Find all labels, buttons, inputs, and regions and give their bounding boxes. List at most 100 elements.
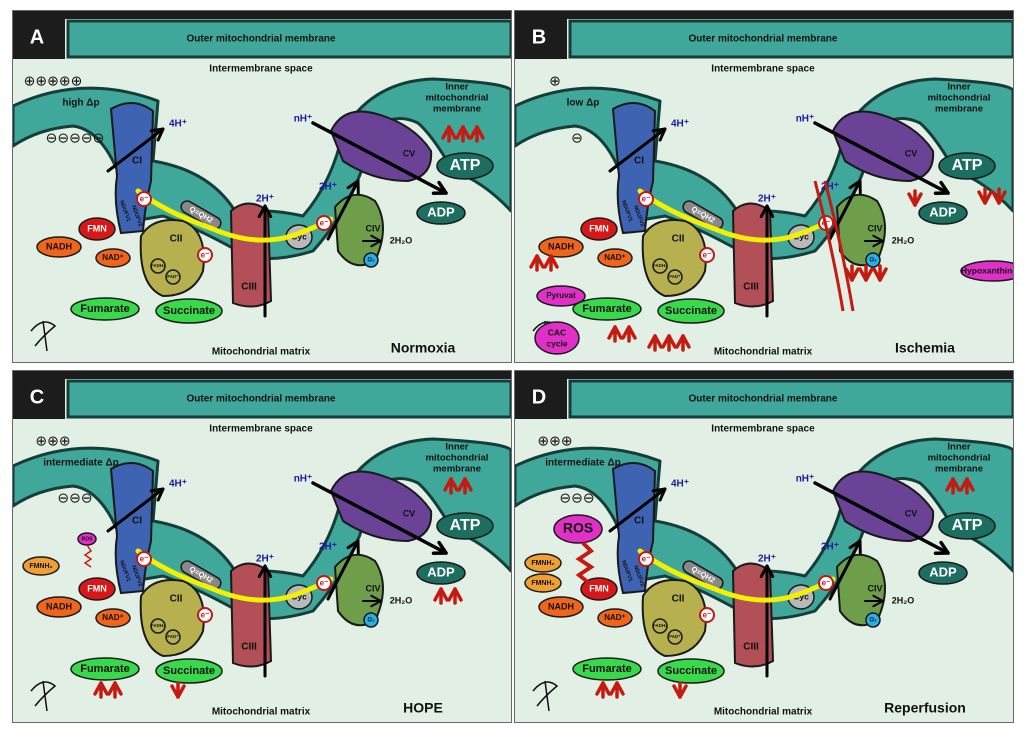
h2-label-ciii: 2H⁺: [256, 194, 274, 205]
letter-box: [515, 11, 567, 59]
adp: [416, 201, 466, 225]
red-down-arrow: [977, 187, 993, 205]
complex-iv-label: CIV: [867, 223, 882, 233]
nh-label: nH⁺: [796, 114, 815, 125]
h2-label-civ: 2H⁺: [821, 542, 839, 553]
fumarate: [572, 297, 642, 321]
complex-iv-label: CIV: [867, 583, 882, 593]
proton-arrow-ciii: [257, 564, 273, 678]
signature: [532, 680, 559, 712]
panel-letter: A: [30, 26, 44, 48]
electron-label: e⁻: [140, 555, 149, 564]
positive-charges: ⊕⊕⊕: [35, 433, 70, 449]
complex-ii-label: CII: [170, 234, 183, 245]
succinate: [657, 658, 725, 684]
complex-iii-label: CIII: [743, 642, 759, 653]
nad-plus: [597, 248, 633, 268]
electron-marker: e⁻: [197, 247, 213, 263]
adp: [918, 561, 968, 585]
inner-membrane-label-3: membrane: [935, 104, 983, 115]
condition-label: HOPE: [403, 700, 443, 716]
cytochrome-c-label: Cyc: [793, 591, 809, 601]
electron-label: e⁻: [140, 195, 149, 204]
h2-label-ciii: 2H⁺: [758, 554, 776, 565]
nad-label: NAD⁺: [604, 253, 626, 262]
positive-charges: ⊕⊕⊕⊕⊕: [24, 73, 83, 89]
fumarate-label: Fumarate: [582, 303, 632, 315]
proton-arrow-ci: [608, 487, 667, 533]
atp-decrease-arrows: [977, 187, 1007, 205]
matrix-label: Mitochondrial matrix: [714, 707, 813, 718]
electron-label: e⁻: [642, 195, 651, 204]
electron-label: e⁻: [201, 251, 210, 260]
o2-label: O₂: [869, 258, 877, 264]
negative-charges: ⊖⊖⊖⊖⊖: [46, 130, 105, 146]
ros-zigzag: [83, 544, 93, 568]
complex-iv: CIV: [333, 553, 384, 627]
fmn: [78, 217, 116, 241]
o2-molecule: [865, 612, 881, 628]
condition-label: Normoxia: [391, 340, 456, 356]
ros-label: ROS: [563, 520, 593, 536]
fumarate-increase-arrows: [595, 681, 625, 699]
fadh2-label: FADH₂: [151, 263, 165, 268]
electron-marker: e⁻: [699, 247, 715, 263]
nadh-increase-arrows: [529, 254, 559, 272]
atp: [938, 512, 996, 540]
negative-charges: ⊖⊖⊖: [57, 490, 92, 506]
nadh: [538, 596, 584, 618]
red-up-arrow: [661, 334, 677, 352]
red-up-arrow: [621, 325, 637, 343]
fad-label: FAD⁺: [669, 634, 681, 639]
electron-path: [637, 188, 836, 243]
atp: [436, 152, 494, 180]
succinate-label: Succinate: [163, 665, 215, 677]
complex-iv-label: CIV: [365, 223, 380, 233]
fadh2-bead: [652, 618, 668, 634]
fmnh2-label-top: FMNH₂: [531, 560, 554, 567]
proton-arrow-civ: [828, 539, 862, 601]
red-up-arrow: [457, 477, 473, 495]
nadh: [538, 236, 584, 258]
red-down-arrow: [858, 264, 874, 282]
civ-block-lines: [813, 180, 855, 312]
fad-bead: [667, 629, 683, 645]
complex-v-label: CV: [905, 508, 918, 518]
ros-zigzag: [575, 541, 595, 585]
electron-marker: e⁻: [197, 607, 213, 623]
electron-marker: e⁻: [136, 551, 152, 567]
outer-membrane: [568, 19, 1013, 59]
complex-i-label: CI: [634, 156, 644, 167]
succinate-label: Succinate: [163, 305, 215, 317]
adp-label: ADP: [929, 204, 957, 219]
nad-label: NAD⁺: [604, 613, 626, 622]
hypoxanthine-label: Hypoxanthine: [961, 265, 1013, 275]
red-up-arrow: [107, 681, 123, 699]
fmnh2: [22, 556, 60, 576]
complex-ii-label: CII: [672, 594, 685, 605]
outer-membrane: [66, 379, 511, 419]
matrix-label: Mitochondrial matrix: [212, 347, 311, 358]
electron-marker: e⁻: [699, 607, 715, 623]
atp-increase-arrows: [945, 477, 975, 495]
positive-charges: ⊕: [549, 73, 561, 89]
letter-box: [13, 11, 65, 59]
nadh-label: NADH: [46, 601, 72, 611]
matrix-label: Mitochondrial matrix: [212, 707, 311, 718]
water-arrow: [864, 594, 884, 608]
complex-iv: CIV: [835, 193, 886, 267]
intermembrane-space-label: Intermembrane space: [209, 64, 313, 75]
adp: [416, 561, 466, 585]
water-label: 2H₂O: [390, 235, 413, 245]
succinate-label: Succinate: [665, 305, 717, 317]
inner-membrane-label-1: Inner: [947, 442, 971, 453]
atp: [938, 152, 996, 180]
adp-label: ADP: [929, 564, 957, 579]
fumarate: [572, 657, 642, 681]
red-down-arrow: [844, 264, 860, 282]
fmn: [580, 577, 618, 601]
complex-ii-label: CII: [170, 594, 183, 605]
